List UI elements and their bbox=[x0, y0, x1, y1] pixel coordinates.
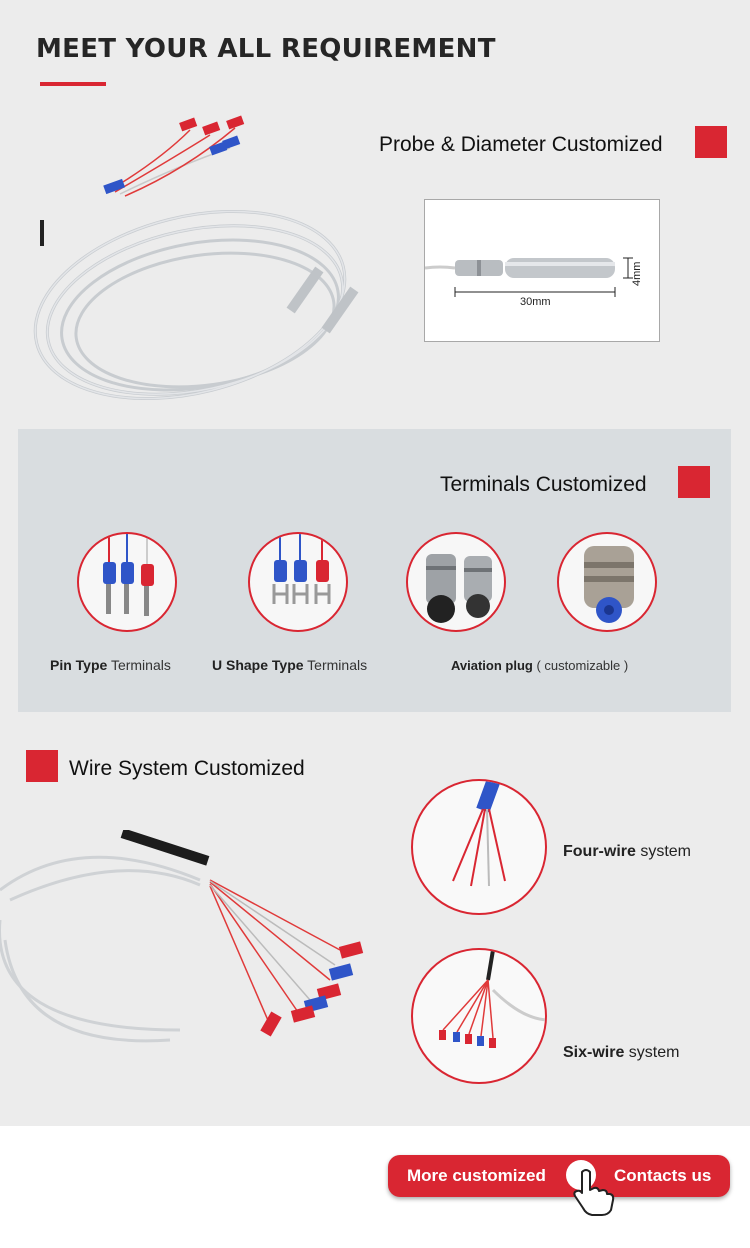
probe-dimension-box: 30mm 4mm bbox=[424, 199, 660, 342]
page-title: MEET YOUR ALL REQUIREMENT bbox=[36, 34, 496, 64]
probe-section-marker bbox=[695, 126, 727, 158]
wire-cable-image bbox=[0, 830, 364, 1043]
aviation-plug-caption: Aviation plug ( customizable ) bbox=[451, 658, 629, 673]
aviation-plug-image-b bbox=[557, 532, 657, 632]
pin-terminal-image bbox=[77, 532, 177, 632]
u-terminal-image bbox=[248, 532, 348, 632]
probe-dimension-drawing bbox=[424, 257, 633, 297]
terminals-section-label: Terminals Customized bbox=[440, 473, 647, 496]
aviation-plug-image-a bbox=[406, 532, 506, 632]
probe-section-label: Probe & Diameter Customized bbox=[379, 133, 663, 156]
probe-length-label: 30mm bbox=[520, 296, 551, 308]
wire-section-label: Wire System Customized bbox=[69, 757, 305, 780]
title-underline bbox=[40, 82, 106, 86]
hand-pointer-icon bbox=[573, 1169, 615, 1216]
six-wire-image bbox=[411, 948, 547, 1084]
contact-cta-button[interactable]: More customized Contacts us bbox=[388, 1155, 730, 1197]
u-terminal-caption: U Shape Type Terminals bbox=[212, 657, 368, 673]
six-wire-caption: Six-wire system bbox=[563, 1044, 680, 1061]
pin-terminal-caption: Pin Type Terminals bbox=[50, 657, 171, 673]
probe-diameter-label: 4mm bbox=[631, 261, 643, 286]
wire-section-marker bbox=[26, 750, 58, 782]
terminals-section-marker bbox=[678, 466, 710, 498]
coiled-sensor-image bbox=[33, 115, 359, 400]
four-wire-caption: Four-wire system bbox=[563, 843, 692, 860]
contacts-us-label: Contacts us bbox=[614, 1166, 712, 1185]
more-customized-label: More customized bbox=[407, 1166, 546, 1185]
four-wire-image bbox=[411, 779, 547, 915]
